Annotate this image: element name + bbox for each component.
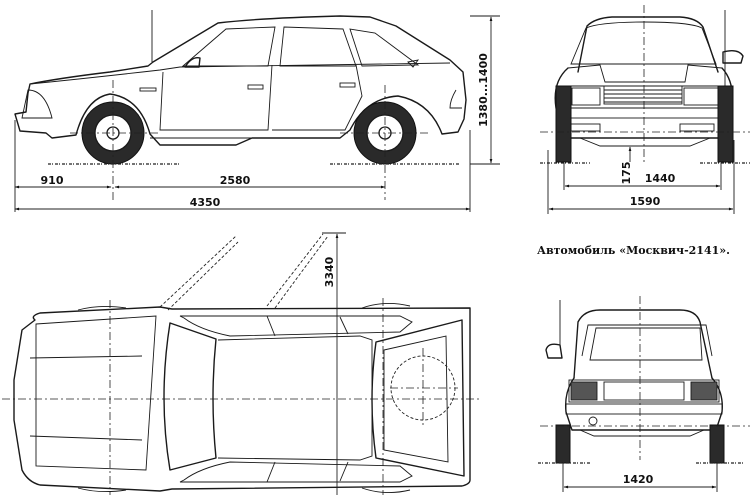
top-hood-crease-2	[29, 435, 143, 441]
front-underbody	[579, 137, 711, 147]
top-side-glass-right	[179, 461, 413, 483]
label-height: 1380...1400	[477, 53, 490, 127]
side-quarter-vent	[407, 59, 420, 68]
drawing-caption: Автомобиль «Москвич-2141».	[537, 244, 730, 257]
side-view: 910 2580 4350 1380...1400	[14, 10, 500, 212]
side-beltline	[29, 62, 451, 85]
front-headlight-right	[683, 87, 719, 106]
rear-right-tire	[709, 424, 725, 464]
top-open-rear-door	[266, 233, 329, 309]
front-mirror	[722, 49, 744, 64]
top-rear-glass	[383, 335, 449, 463]
rear-glass-frame	[581, 324, 713, 357]
top-windshield	[163, 322, 217, 471]
top-front-wheel-left	[77, 305, 127, 311]
front-body-outline	[554, 67, 734, 139]
label-ground-clearance: 175	[620, 162, 633, 185]
rear-tail-panel	[568, 379, 720, 403]
front-hood	[567, 64, 723, 83]
top-b-pillar-left	[266, 315, 276, 337]
rear-mirror	[545, 343, 563, 359]
front-grille	[603, 85, 683, 105]
label-wheelbase: 2580	[220, 174, 251, 187]
label-front-overhang: 910	[41, 174, 64, 187]
front-view: 175 1440 1590	[540, 5, 750, 214]
rear-license-plate	[603, 381, 685, 401]
label-rear-track: 1420	[623, 473, 654, 486]
top-side-glass-left	[179, 315, 413, 337]
top-open-front-door	[159, 235, 239, 311]
front-roof-outline	[577, 16, 719, 73]
rear-taillight-left	[570, 381, 598, 401]
top-front-wheel-right	[77, 487, 127, 493]
side-headlight	[21, 89, 53, 119]
rear-view: 1420	[538, 296, 750, 492]
rear-roof-outline	[573, 309, 713, 379]
top-hood	[35, 315, 157, 471]
rear-taillight-right	[690, 381, 718, 401]
label-overall-length: 4350	[190, 196, 221, 209]
front-windshield	[570, 21, 717, 65]
front-fog-right	[679, 123, 715, 132]
top-view: 3340	[2, 232, 480, 495]
rear-left-tire	[555, 424, 571, 464]
side-marker-light	[139, 87, 157, 92]
top-rear-hatch	[371, 319, 465, 477]
top-hood-crease-1	[29, 355, 143, 359]
rear-underbody	[579, 429, 705, 437]
label-front-track: 1440	[645, 172, 676, 185]
side-mirror	[184, 57, 201, 68]
front-right-tire	[717, 85, 734, 163]
top-c-pillar-right	[339, 461, 349, 482]
side-body-outline	[14, 15, 467, 146]
side-front-window	[181, 26, 276, 67]
top-c-pillar-left	[339, 316, 349, 335]
side-quarter-window	[349, 28, 420, 67]
front-left-tire	[555, 85, 572, 163]
side-taillight	[449, 89, 462, 109]
top-rear-wheel-right	[361, 487, 411, 493]
side-rear-door-handle	[339, 82, 356, 88]
rear-exhaust	[588, 416, 598, 426]
top-b-pillar-right	[266, 461, 276, 483]
side-rear-door	[272, 64, 363, 131]
rear-window	[589, 327, 703, 361]
label-door-open-width: 3340	[323, 256, 336, 287]
side-rear-window	[279, 26, 357, 67]
front-bumper	[565, 107, 727, 119]
side-front-door-handle	[247, 84, 264, 90]
front-fog-left	[569, 123, 601, 132]
top-roof	[217, 335, 373, 461]
rear-bumper	[565, 403, 723, 415]
top-rear-wheel-left	[361, 303, 411, 309]
label-overall-width: 1590	[630, 195, 661, 208]
top-body-outline	[13, 306, 471, 492]
front-headlight-left	[571, 87, 601, 106]
side-front-door	[159, 64, 273, 131]
